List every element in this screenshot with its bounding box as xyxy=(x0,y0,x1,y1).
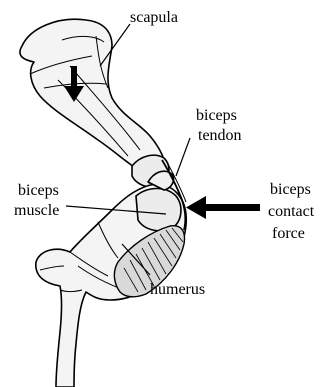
scapula-bone xyxy=(20,19,169,187)
label-scapula: scapula xyxy=(130,9,178,26)
label-biceps-muscle-line2: muscle xyxy=(14,202,59,219)
label-contact-force-line2: contact xyxy=(268,203,315,220)
label-biceps-muscle-line1: biceps xyxy=(18,182,59,199)
contact-force-arrow-icon xyxy=(186,196,260,219)
label-biceps-tendon-line2: tendon xyxy=(198,127,242,144)
biceps-tendon-leader-line xyxy=(176,138,190,176)
label-biceps-tendon-line1: biceps xyxy=(196,107,237,124)
label-contact-force-line3: force xyxy=(272,225,305,242)
label-contact-force-line1: biceps xyxy=(270,181,311,198)
label-humerus: humerus xyxy=(150,281,205,298)
